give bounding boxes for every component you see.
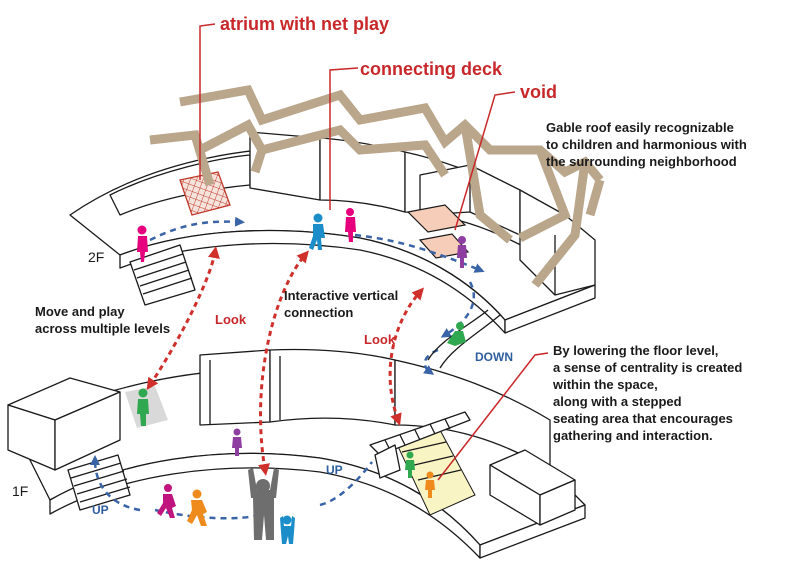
wall-1f-center-b <box>269 348 396 426</box>
stairs-1f <box>67 454 131 511</box>
child-purple-void <box>457 236 467 268</box>
child-magenta-1f <box>157 484 176 518</box>
label-floor-2f: 2F <box>88 249 104 265</box>
leader-deck <box>329 67 359 210</box>
label-look-left: Look <box>215 312 247 327</box>
box-1f-left-side <box>54 391 121 471</box>
label-center-line-3: within the space, <box>552 377 658 392</box>
child-green-1f <box>137 388 149 426</box>
label-interactive-line-1: Interactive vertical <box>284 288 398 303</box>
label-interactive-line-2: connection <box>284 305 353 320</box>
stairs-interior <box>369 411 471 479</box>
child-orange-1f <box>187 489 207 526</box>
level-1f <box>7 348 586 559</box>
box-1f-right-side <box>539 479 576 526</box>
look-arrows <box>146 246 424 476</box>
label-roof-line-2: to children and harmonious with <box>546 137 747 152</box>
floor-2f-end <box>504 284 596 334</box>
void-opening <box>406 204 467 233</box>
leader-seating <box>437 352 549 481</box>
label-roof-line-3: the surrounding neighborhood <box>546 154 737 169</box>
child-blue-2f-deck <box>309 213 325 250</box>
label-center-line-1: By lowering the floor level, <box>553 343 718 358</box>
annotation-leaders <box>199 23 549 481</box>
child-purple-1f <box>232 428 242 456</box>
label-deck: connecting deck <box>360 59 503 79</box>
label-up-center: UP <box>326 463 343 477</box>
label-center-line-4: along with a stepped <box>553 394 682 409</box>
child-green-slide <box>447 322 466 346</box>
label-center-line-5: seating area that encourages <box>553 411 733 426</box>
label-move-line-1: Move and play <box>35 304 125 319</box>
label-atrium: atrium with net play <box>220 14 389 34</box>
child-pink-2f-deck <box>345 208 356 242</box>
label-look-right: Look <box>364 332 396 347</box>
label-void: void <box>520 82 557 102</box>
gable-roof <box>149 84 605 288</box>
label-center-line-6: gathering and interaction. <box>553 428 713 443</box>
label-move-line-2: across multiple levels <box>35 321 170 336</box>
child-orange-seating <box>425 471 435 498</box>
label-floor-1f: 1F <box>12 483 28 499</box>
child-pink-2f-left <box>137 225 148 262</box>
people-figures <box>137 208 467 544</box>
label-center-line-2: a sense of centrality is created <box>553 360 742 375</box>
label-down: DOWN <box>475 350 513 364</box>
leader-void <box>454 91 516 231</box>
leader-atrium <box>199 23 216 180</box>
child-green-stair <box>405 451 415 478</box>
adult-gray-1f <box>248 468 279 540</box>
label-up-left: UP <box>92 503 109 517</box>
child-blue-1f <box>280 515 295 544</box>
label-roof-line-1: Gable roof easily recognizable <box>546 120 734 135</box>
